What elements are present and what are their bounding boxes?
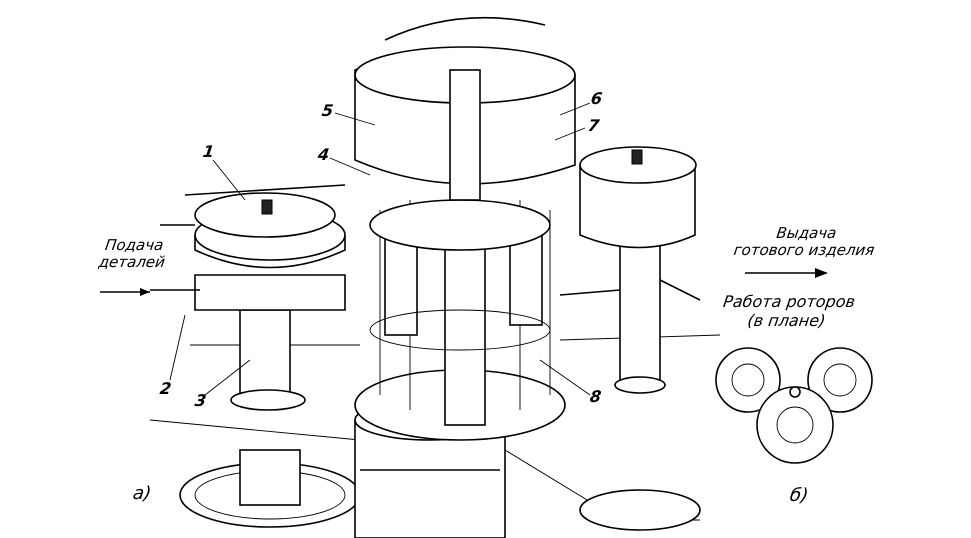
- left-rotor: [150, 184, 346, 411]
- part-a-label: а): [131, 483, 153, 504]
- rotor-work-line2: (в плане): [746, 311, 827, 330]
- central-rotor: [354, 16, 576, 538]
- rotor-work-line1: Работа роторов: [722, 292, 857, 311]
- callout-2: 2: [158, 379, 173, 398]
- bottom-gear-right: [579, 489, 701, 531]
- part-b-label: б): [788, 485, 810, 506]
- callout-leaders: [169, 102, 591, 396]
- output-label-line2: готового изделия: [732, 241, 876, 259]
- output-label: Выдача готового изделия: [732, 224, 878, 259]
- callout-6: 6: [589, 89, 604, 108]
- callout-3: 3: [193, 391, 208, 410]
- feed-label: Подача деталей: [97, 236, 169, 271]
- callout-5: 5: [320, 101, 335, 120]
- rotor-work-label: Работа роторов (в плане): [719, 292, 856, 330]
- callout-1: 1: [201, 142, 216, 161]
- callout-4: 4: [316, 145, 331, 164]
- right-rotor: [559, 146, 701, 394]
- bottom-gear-left: [179, 449, 361, 528]
- rotor-plan-view: [715, 347, 873, 464]
- feed-label-line1: Подача: [104, 236, 165, 254]
- callout-8: 8: [588, 387, 603, 406]
- feed-label-line2: деталей: [97, 253, 167, 271]
- callout-7: 7: [586, 116, 601, 135]
- output-label-line1: Выдача: [775, 224, 838, 242]
